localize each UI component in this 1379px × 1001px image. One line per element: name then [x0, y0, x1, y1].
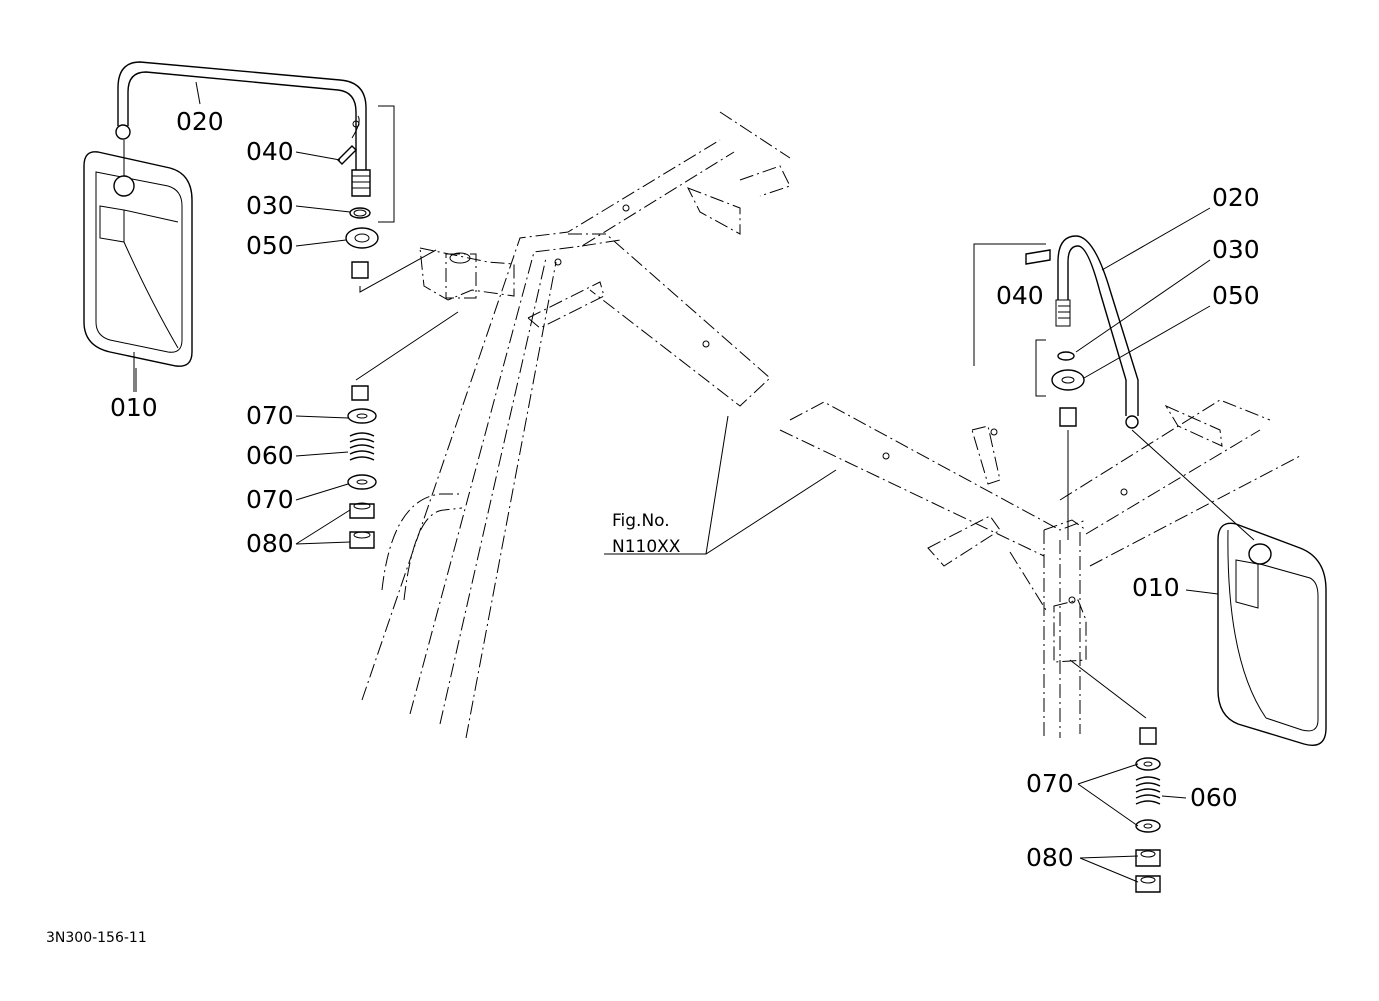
- label-left-washer-top: 050: [246, 231, 294, 260]
- label-right-nut: 080: [1026, 843, 1074, 872]
- label-left-washer-lower: 070: [246, 485, 294, 514]
- label-left-spring: 060: [246, 441, 294, 470]
- drawing-code: 3N300-156-11: [46, 930, 147, 946]
- figure-ref-line1: Fig.No.: [612, 511, 670, 531]
- figure-reference: Fig.No. N110XX: [612, 511, 681, 557]
- left-mirror-stay: [115, 61, 371, 197]
- label-right-spring: 060: [1190, 783, 1238, 812]
- left-mirror: [83, 140, 193, 392]
- label-left-stay: 020: [176, 107, 224, 136]
- label-right-stay: 020: [1212, 183, 1260, 212]
- label-right-mirror: 010: [1132, 573, 1180, 602]
- right-labels: 020 030 040 050 010 070 060 080: [996, 183, 1260, 872]
- leader-lines: [135, 151, 1219, 883]
- left-pin: [337, 115, 360, 165]
- label-left-mirror: 010: [110, 393, 158, 422]
- right-pin: [1025, 249, 1051, 265]
- left-labels: 010 020 040 030 050 070 060 070 080: [110, 107, 294, 558]
- label-right-oring: 030: [1212, 235, 1260, 264]
- label-left-oring: 030: [246, 191, 294, 220]
- figure-ref-line2: N110XX: [612, 537, 681, 557]
- label-left-nut: 080: [246, 529, 294, 558]
- label-left-washer-upper: 070: [246, 401, 294, 430]
- right-hardware-stack: [1035, 339, 1161, 893]
- label-right-washer-top: 050: [1212, 281, 1260, 310]
- left-frame: [361, 111, 791, 739]
- right-frame: [779, 399, 1301, 738]
- label-right-washer: 070: [1026, 769, 1074, 798]
- right-mirror: [1131, 429, 1327, 746]
- right-mirror-stay: [973, 235, 1139, 429]
- left-hardware-stack: [345, 105, 459, 549]
- label-right-pin: 040: [996, 281, 1044, 310]
- label-left-pin: 040: [246, 137, 294, 166]
